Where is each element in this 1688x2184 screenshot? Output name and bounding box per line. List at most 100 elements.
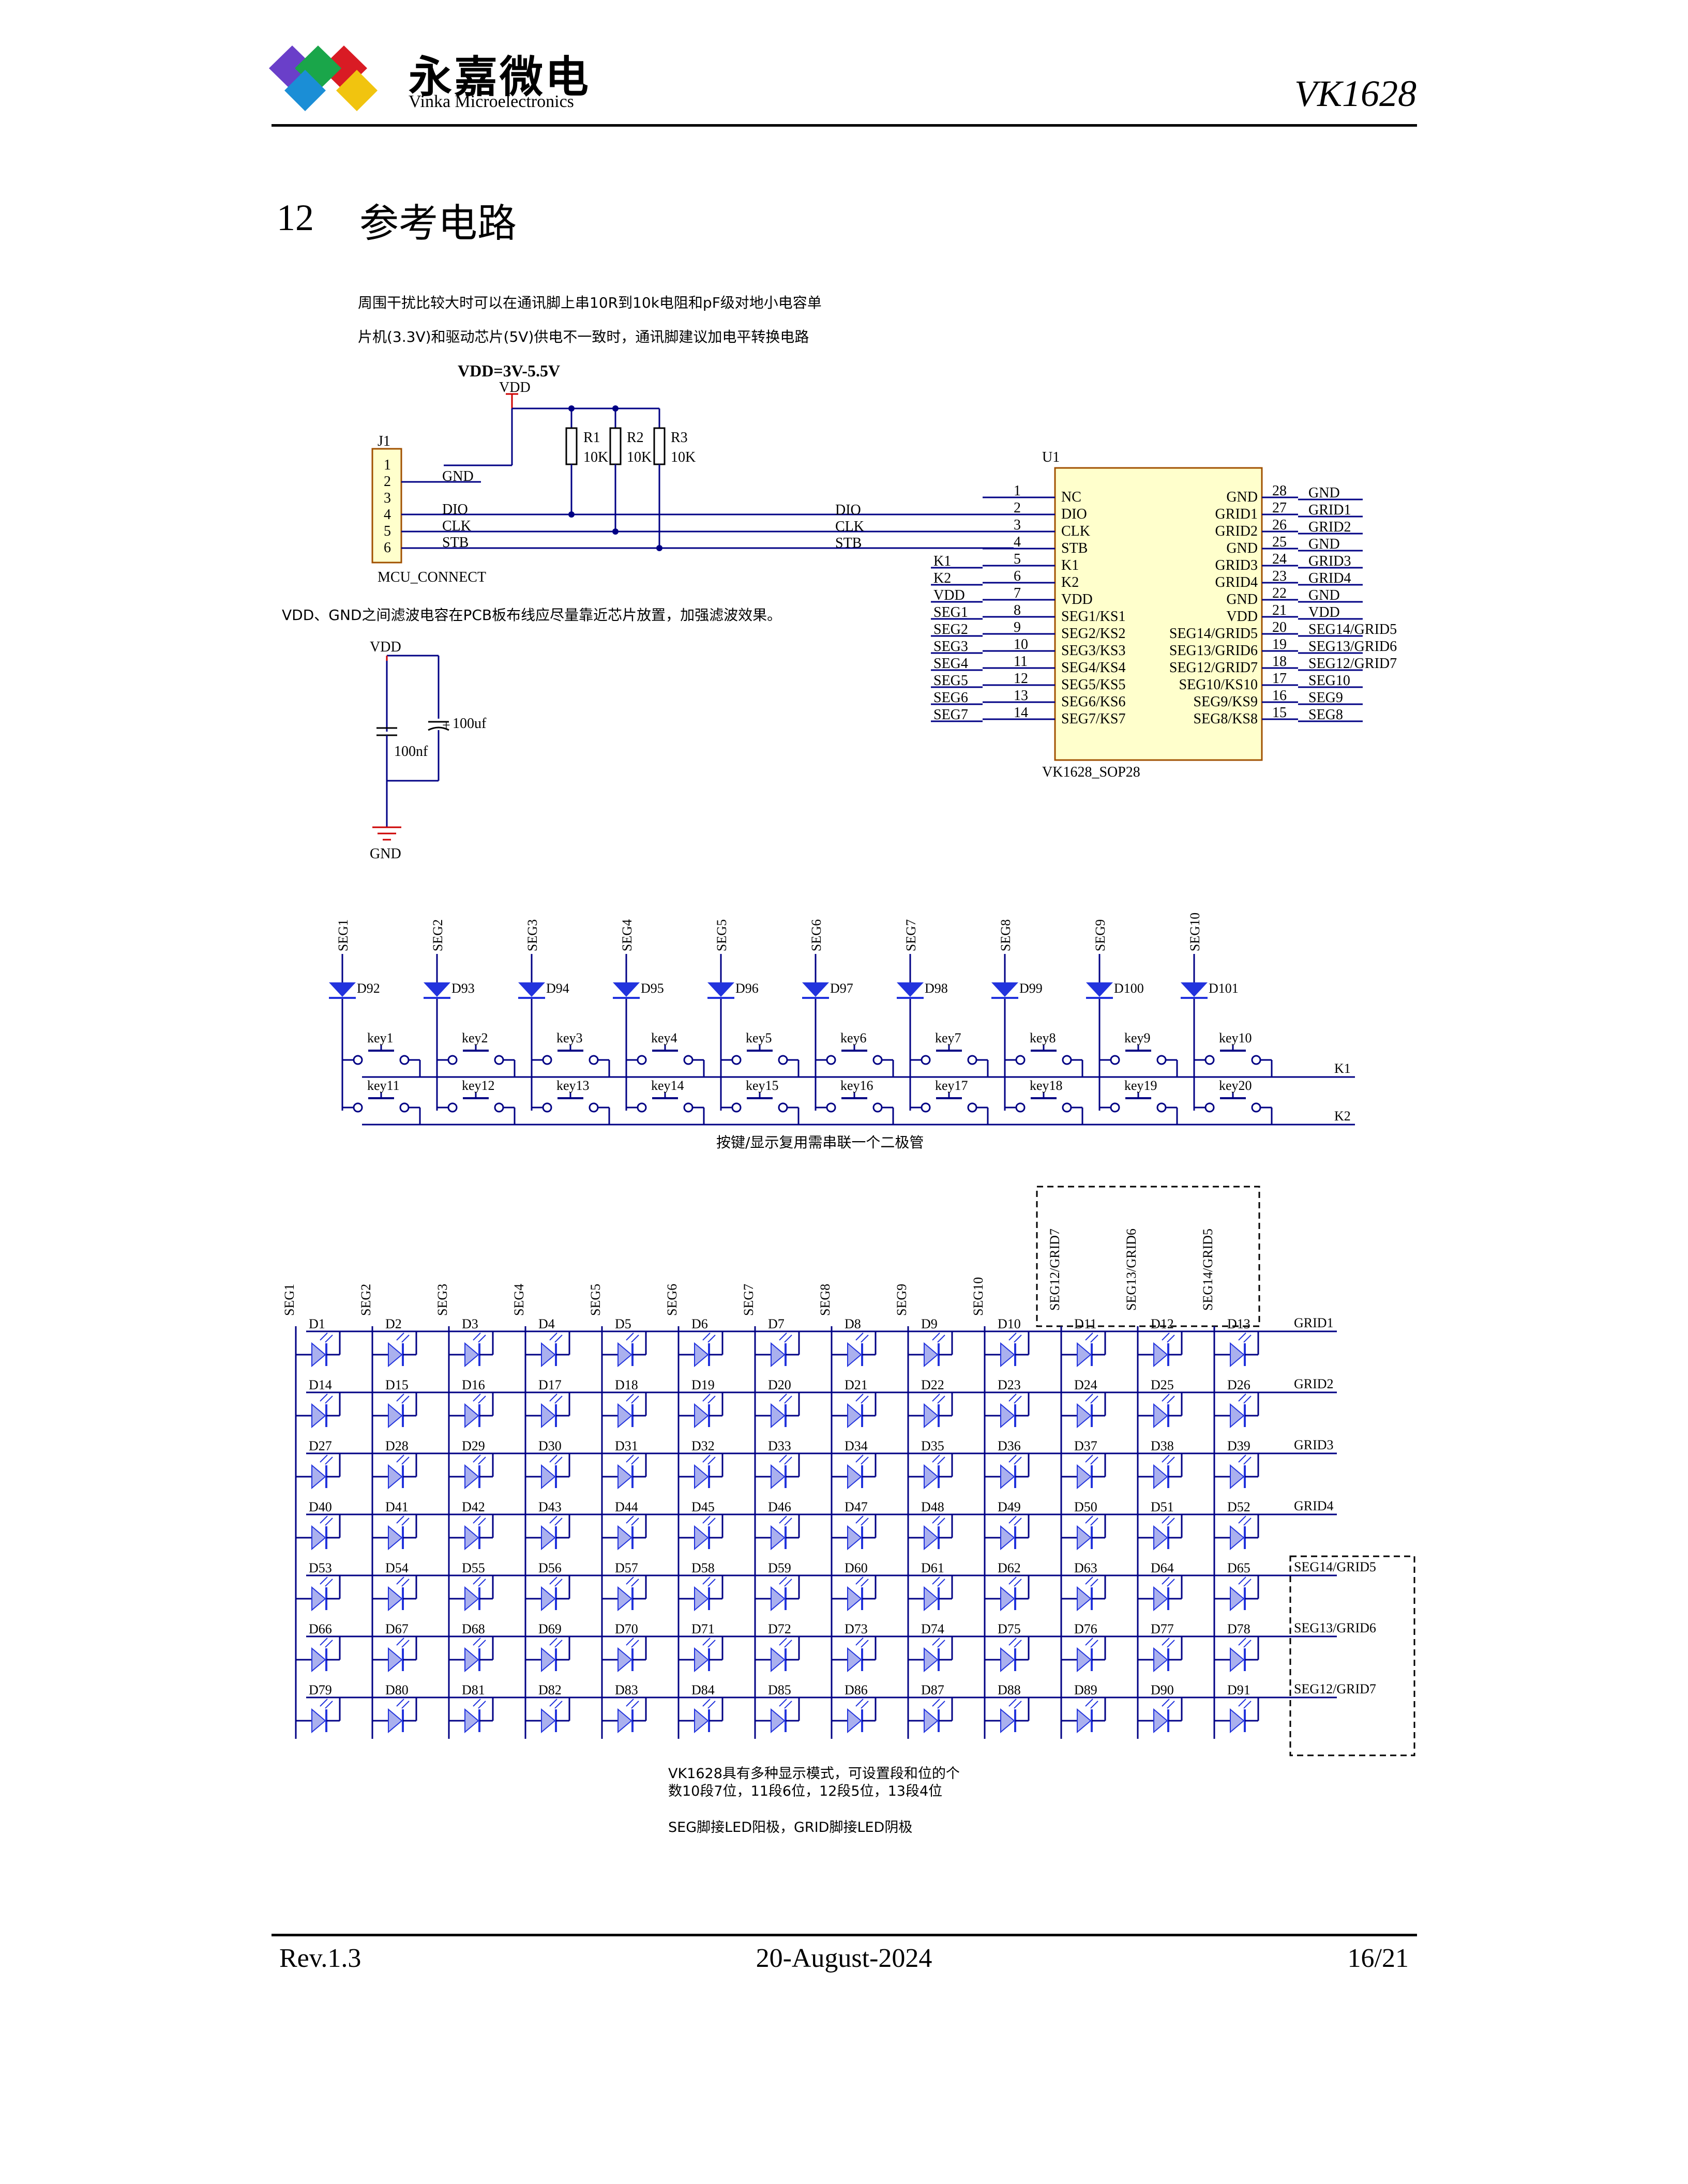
led-emit-arrow — [549, 1698, 557, 1707]
key-seg-label: SEG3 — [525, 919, 540, 951]
brand-name-cn: 永嘉微电 — [409, 52, 591, 102]
connector-pin-5: 5 — [384, 523, 391, 539]
led-col-label: SEG1 — [282, 1284, 297, 1316]
chip-right-net: GND — [1308, 485, 1340, 501]
led-col-label: SEG2 — [358, 1284, 373, 1316]
chip-left-net: SEG4 — [933, 656, 968, 672]
led-diode — [617, 1464, 632, 1490]
led-diode — [1153, 1647, 1168, 1673]
chip-pin-name: K1 — [1061, 557, 1079, 573]
led-diode — [771, 1647, 786, 1673]
led-emit-arrow — [1090, 1457, 1098, 1465]
key-seg-label: SEG8 — [998, 919, 1013, 951]
led-diode-label: D13 — [1227, 1316, 1250, 1331]
led-diode-label: D86 — [845, 1682, 868, 1697]
bottom-note-2: 数10段7位，11段6位，12段5位，13段4位 — [668, 1783, 943, 1799]
led-diode — [771, 1342, 786, 1368]
led-diode-label: D85 — [768, 1682, 791, 1697]
k2-label: K2 — [1334, 1109, 1351, 1124]
led-diode-label: D55 — [462, 1560, 485, 1575]
key-contact — [589, 1102, 599, 1113]
led-emit-arrow — [702, 1698, 711, 1707]
chip-pin-name: CLK — [1061, 523, 1090, 539]
led-diode-label: D36 — [998, 1438, 1021, 1453]
led-emit-arrow — [1014, 1334, 1022, 1343]
key-diode-D101 — [1181, 982, 1208, 997]
led-diode — [1000, 1586, 1015, 1612]
key-caption: 按键/显示复用需串联一个二极管 — [716, 1134, 924, 1151]
led-emit-arrow — [478, 1457, 486, 1465]
brand-name-en: Vinka Microelectronics — [409, 92, 574, 111]
led-emit-arrow — [1162, 1576, 1170, 1585]
led-diode — [1000, 1525, 1015, 1551]
footer-page-number: 16/21 — [1347, 1944, 1409, 1973]
led-diode — [541, 1403, 556, 1429]
chip-pin-num: 19 — [1272, 636, 1287, 653]
key-contact — [1015, 1055, 1026, 1065]
r1-value: 10K — [583, 449, 608, 465]
led-diode — [388, 1647, 403, 1673]
led-emit-arrow — [325, 1579, 333, 1587]
chip-right-net: GRID3 — [1308, 553, 1351, 569]
key-contact — [967, 1055, 977, 1065]
key-diode-D99 — [991, 982, 1018, 997]
bottom-note-1: VK1628具有多种显示模式，可设置段和位的个 — [668, 1766, 960, 1782]
key-diode-D95 — [613, 982, 640, 997]
chip-pin-num: 1 — [1014, 483, 1021, 499]
key-contact — [1156, 1102, 1167, 1113]
led-diode — [311, 1525, 326, 1551]
led-emit-arrow — [626, 1515, 634, 1524]
led-diode-label: D46 — [768, 1499, 791, 1514]
chip-pin-name: SEG4/KS4 — [1061, 660, 1125, 676]
document-title: VK1628 — [1294, 73, 1416, 114]
key-seg-label: SEG1 — [336, 919, 351, 951]
led-diode-label: D82 — [538, 1682, 562, 1697]
key-label: key6 — [840, 1030, 867, 1045]
chip-right-net: SEG9 — [1308, 690, 1343, 706]
led-emit-arrow — [1085, 1698, 1093, 1707]
led-emit-arrow — [702, 1576, 711, 1585]
key-diode-label: D100 — [1114, 981, 1144, 996]
led-diode — [464, 1464, 479, 1490]
led-diode-label: D78 — [1227, 1621, 1250, 1636]
key-label: key18 — [1030, 1078, 1063, 1093]
led-emit-arrow — [396, 1637, 404, 1646]
key-label: key13 — [556, 1078, 590, 1093]
chip-pin-name: GND — [1226, 489, 1258, 505]
led-diode-label: D83 — [615, 1682, 638, 1697]
led-diode — [924, 1342, 939, 1368]
led-emit-arrow — [1014, 1396, 1022, 1404]
r3-value: 10K — [671, 449, 696, 465]
led-emit-arrow — [473, 1576, 481, 1585]
key-diode-D97 — [802, 982, 829, 997]
led-emit-arrow — [1167, 1579, 1175, 1587]
connector-pin-2: 2 — [384, 474, 391, 490]
key-seg-label: SEG10 — [1187, 913, 1202, 951]
bus-dio: DIO — [835, 502, 861, 518]
led-emit-arrow — [937, 1640, 945, 1648]
led-emit-arrow — [325, 1518, 333, 1526]
led-emit-arrow — [478, 1640, 486, 1648]
led-emit-arrow — [325, 1457, 333, 1465]
chip-right-net: SEG14/GRID5 — [1308, 621, 1397, 638]
key-label: key8 — [1030, 1030, 1056, 1045]
key-label: key7 — [935, 1030, 961, 1045]
led-emit-arrow — [396, 1698, 404, 1707]
led-diode — [694, 1403, 709, 1429]
led-diode — [1000, 1647, 1015, 1673]
led-diode-label: D87 — [921, 1682, 944, 1697]
led-diode — [1230, 1403, 1245, 1429]
led-diode-label: D25 — [1151, 1377, 1174, 1392]
led-diode-label: D35 — [921, 1438, 944, 1453]
led-emit-arrow — [702, 1515, 711, 1524]
led-diode — [771, 1586, 786, 1612]
key-contact — [494, 1102, 504, 1113]
chip-pin-num: 7 — [1014, 585, 1021, 601]
led-emit-arrow — [784, 1518, 792, 1526]
key-diode-D94 — [518, 982, 545, 997]
led-diode-label: D72 — [768, 1621, 791, 1636]
led-diode — [617, 1403, 632, 1429]
led-diode — [694, 1708, 709, 1734]
chip-pin-num: 6 — [1014, 568, 1021, 584]
led-emit-arrow — [1085, 1332, 1093, 1341]
